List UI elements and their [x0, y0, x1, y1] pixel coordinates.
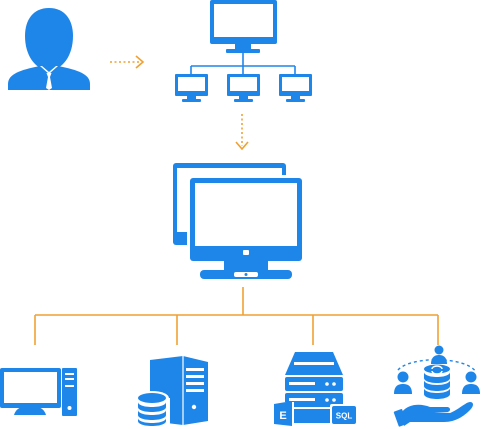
exchange-sql-server-icon: E SQL: [272, 352, 358, 426]
network-computers-icon: [175, 0, 312, 102]
arrow-user-to-network: [110, 55, 145, 69]
shared-database-users-icon: [393, 345, 480, 427]
small-monitor-icon: [175, 74, 208, 102]
dual-monitor-icon: [173, 163, 305, 279]
small-monitor-icon: [279, 74, 312, 102]
exchange-badge-letter: E: [279, 410, 286, 422]
desktop-pc-icon: [0, 368, 77, 416]
user-icon: [8, 8, 90, 90]
distribution-connector: [34, 287, 439, 345]
arrow-network-to-central: [235, 114, 249, 151]
small-monitor-icon: [227, 74, 260, 102]
sql-badge-label: SQL: [336, 412, 353, 421]
server-database-icon: [134, 356, 208, 426]
